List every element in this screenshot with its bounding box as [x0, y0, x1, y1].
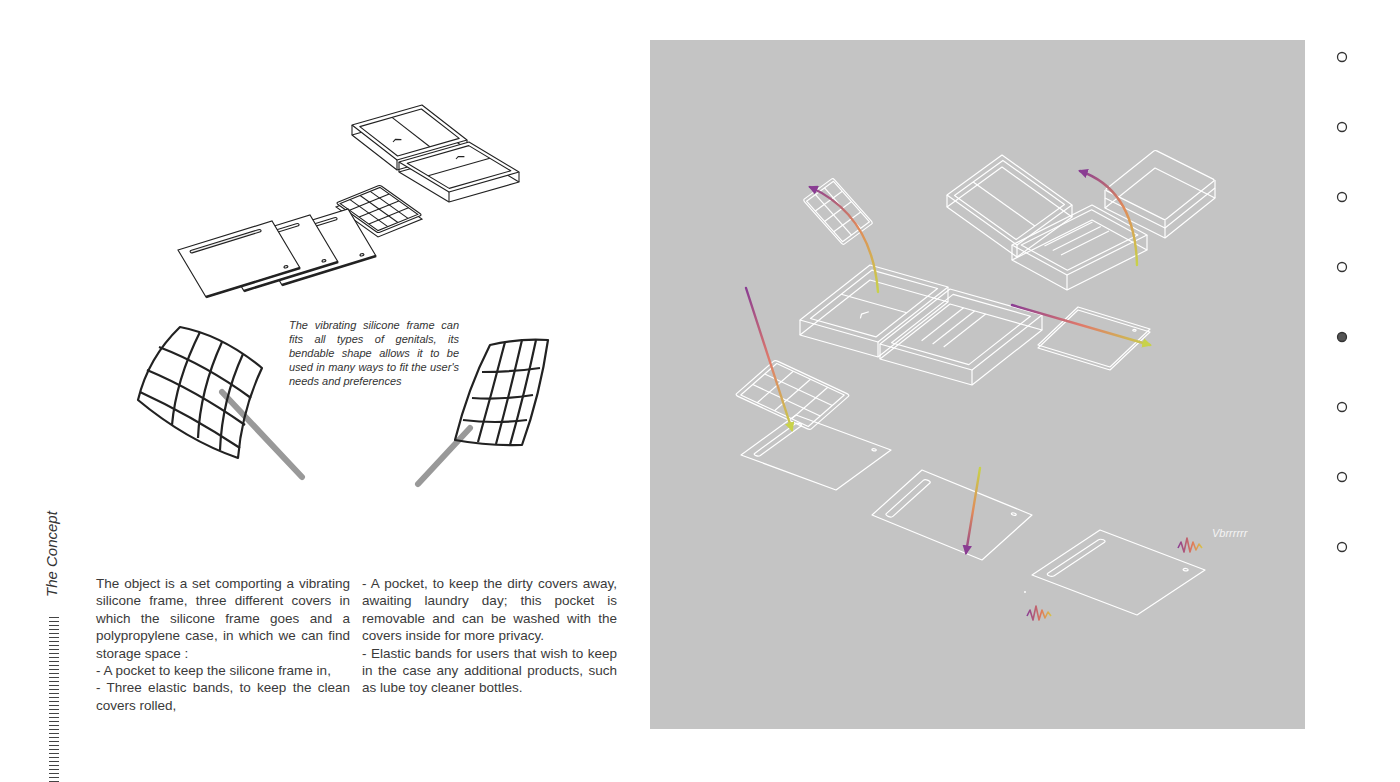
case-render: [735, 150, 1215, 615]
list-item: - A pocket, to keep the dirty covers awa…: [362, 575, 617, 645]
body-column: The object is a set comporting a vibrati…: [96, 575, 350, 714]
vibration-waves: [1024, 538, 1202, 620]
body-paragraph: The object is a set comporting a vibrati…: [96, 575, 350, 662]
callout-text: The vibrating silicone frame can fits al…: [289, 318, 459, 388]
list-item: - A pocket to keep the silicone frame in…: [96, 662, 350, 679]
motion-arrows: [746, 171, 1150, 553]
list-item: - Three elastic bands, to keep the clean…: [96, 679, 350, 714]
sound-text: Vbrrrrrr: [1212, 527, 1247, 539]
page-dots: [1338, 53, 1347, 552]
sound-label: Vbrrrrrr: [1212, 527, 1247, 539]
render-panel: [650, 40, 1305, 729]
ruler-ticks: [49, 615, 59, 782]
covers: [178, 209, 376, 297]
section-title: The Concept: [43, 511, 60, 597]
callout-note: The vibrating silicone frame can fits al…: [289, 318, 459, 388]
list-item: - Elastic bands for users that wish to k…: [362, 645, 617, 697]
body-column: - A pocket, to keep the dirty covers awa…: [362, 575, 617, 697]
